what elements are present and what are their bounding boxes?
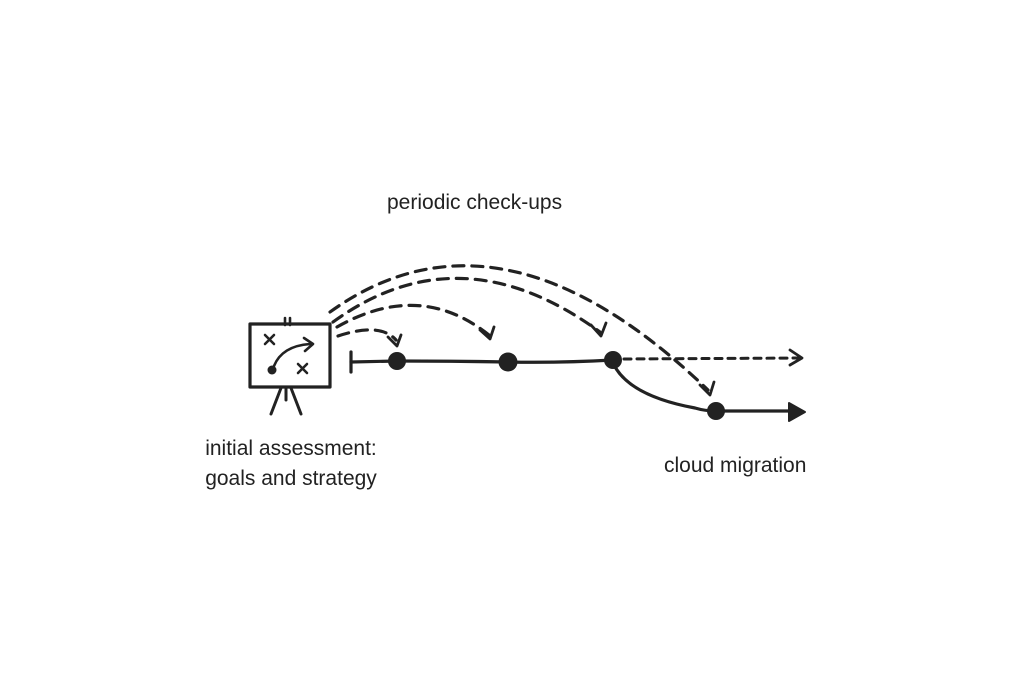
initial-assessment-line-2: goals and strategy [205,467,377,490]
milestone-1 [388,352,406,370]
initial-assessment-line-1: initial assessment: [205,437,377,460]
periodic-checkups-label: periodic check-ups [387,191,563,214]
initial-assessment-label: initial assessment: goals and strategy [196,434,386,494]
checkup-arc-4 [328,264,710,392]
cloud-migration-arrowhead [788,402,806,422]
checkup-arcs [328,264,710,392]
dotted-continuation-arrowhead [788,348,804,367]
cloud-migration-label: cloud migration [664,454,807,477]
checkup-arc-2 [335,303,491,337]
main-timeline [349,350,622,374]
dotted-continuation-line [622,356,802,361]
checkup-arc-1 [336,328,398,342]
checkup-arc-3 [331,276,602,334]
whiteboard-easel-icon [248,316,332,416]
milestone-cloud [707,402,725,420]
cloud-migration-branch [612,363,806,422]
milestone-3 [604,351,622,369]
checkup-arrowheads [386,321,716,397]
milestone-2 [498,352,518,372]
